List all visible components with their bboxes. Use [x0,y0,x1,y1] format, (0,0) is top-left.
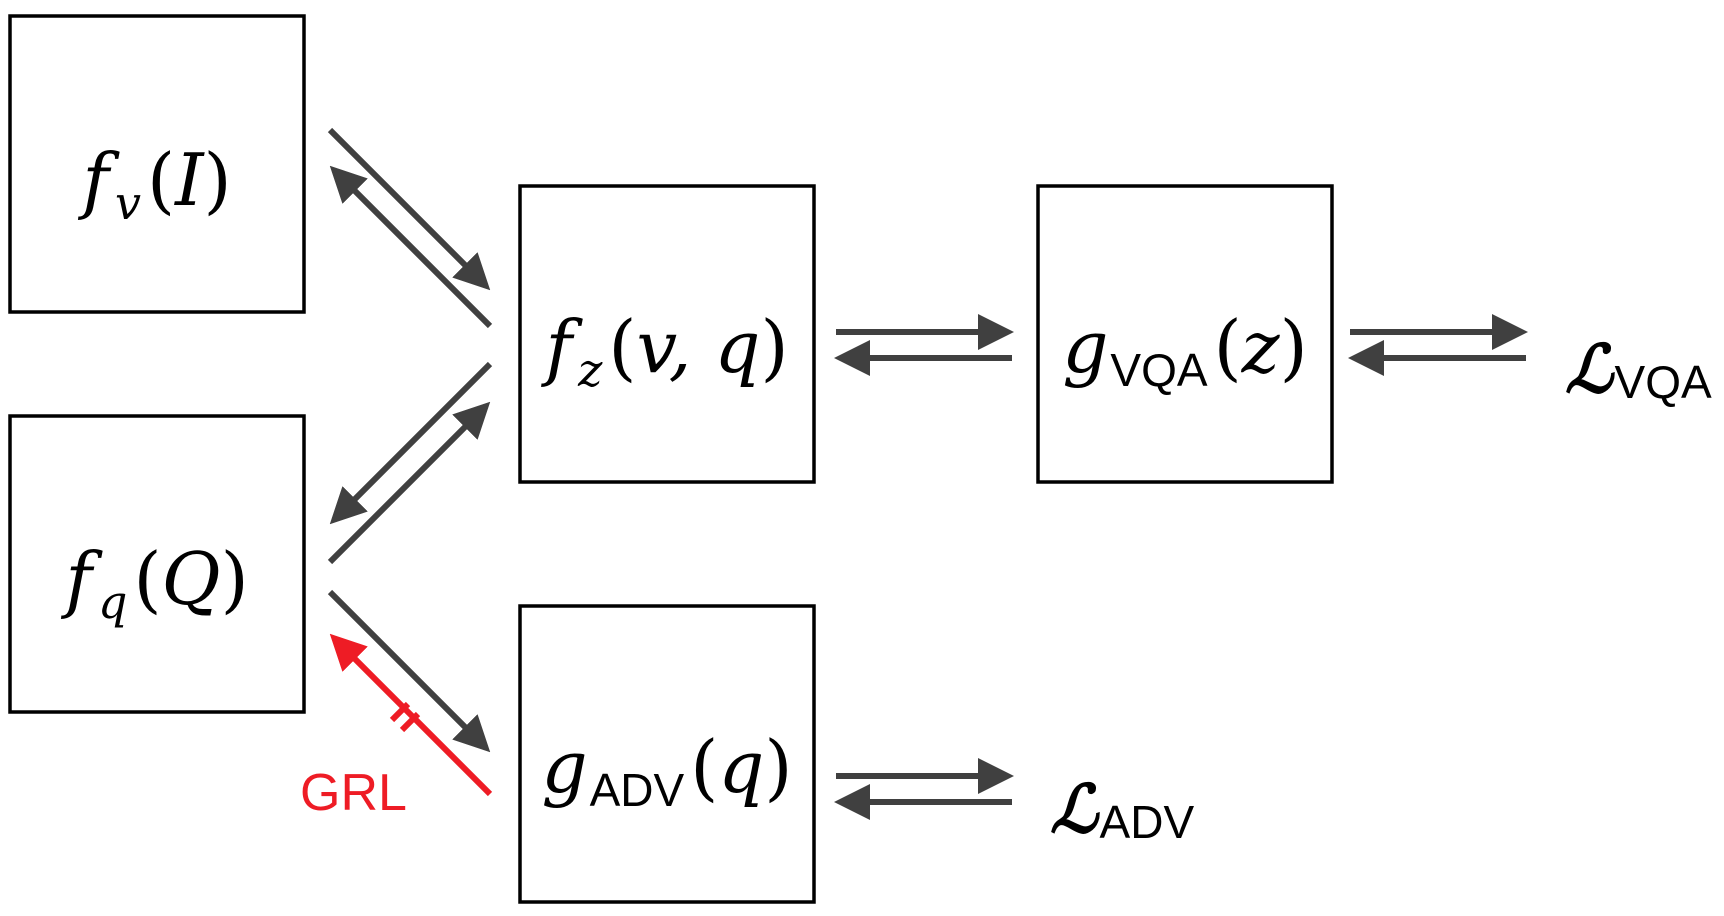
loss-adv: ℒADV [1050,770,1194,848]
arrow-fz-to-fq [329,361,493,525]
arrow-fq-to-gadv [327,589,491,753]
gvqa-label: gVQA(z) [1062,305,1307,396]
grl-arrow [329,633,493,797]
loss-vqa: ℒVQA [1565,330,1712,408]
gvqa-node: gVQA(z) [1036,184,1334,484]
arrow-fq-to-fz [327,401,491,565]
arrow-fz-to-fv [329,165,493,329]
gadv-label: gADV(q) [542,725,793,816]
arrow-fv-to-fz [327,127,491,291]
gadv-node: gADV(q) [518,604,816,904]
grl-label: GRL [300,764,407,822]
